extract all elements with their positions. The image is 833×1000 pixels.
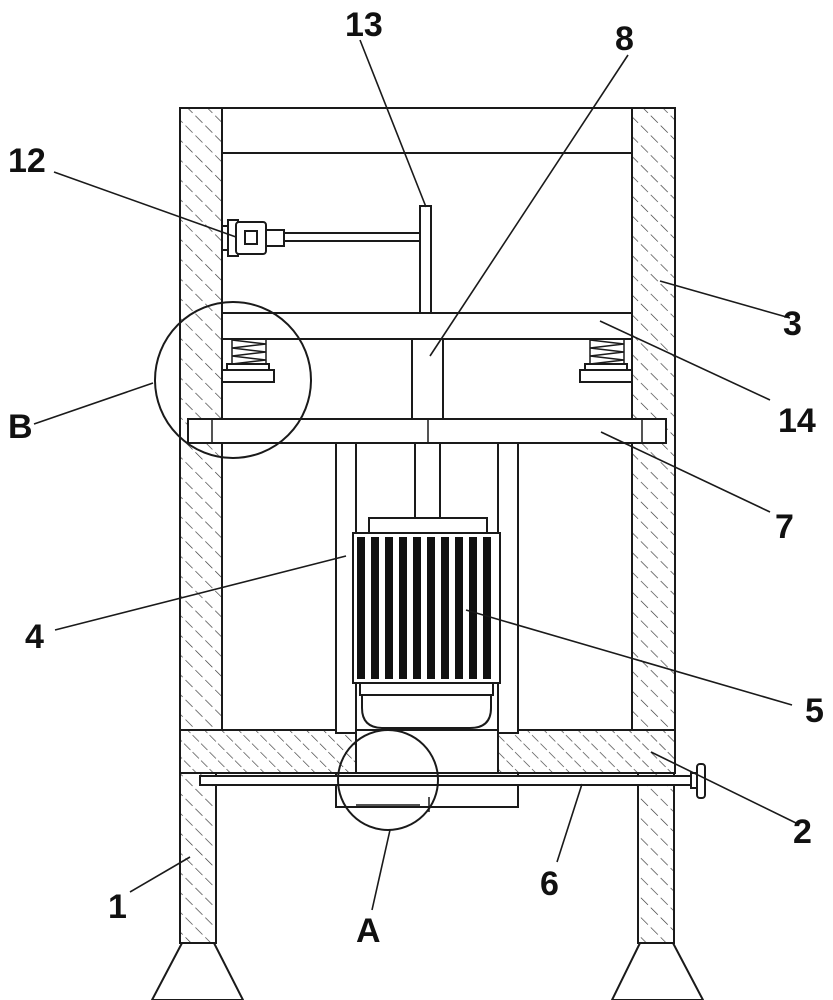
main-motor [352,517,501,729]
label-b: B [8,408,33,446]
frame-top [180,107,675,154]
label-3: 3 [783,305,802,343]
label-8: 8 [615,20,634,58]
horizontal-rod [199,763,706,799]
leader-lines [33,39,797,911]
label-2: 2 [793,813,812,851]
detail-circle-b [154,301,312,459]
motor-fins [357,537,491,679]
small-motor [221,219,285,257]
detail-a-parts [356,797,430,812]
right-column [631,107,676,944]
labels: 13 8 12 3 14 B 7 4 5 2 6 1 A [8,6,824,950]
label-13: 13 [345,6,383,44]
right-foot [610,942,705,1000]
label-5: 5 [805,692,824,730]
right-spring-assembly [579,339,633,383]
detail-circle-a [337,729,439,831]
label-14: 14 [778,402,816,440]
left-foot [150,942,245,1000]
guide-frame [335,442,519,808]
left-column [179,107,223,944]
label-7: 7 [775,508,794,546]
vertical-rod [283,205,432,314]
label-12: 12 [8,142,46,180]
left-spring-assembly [221,339,275,383]
label-1: 1 [108,888,127,926]
upper-plate [221,312,633,340]
label-6: 6 [540,865,559,903]
label-a: A [356,912,381,950]
label-4: 4 [25,618,44,656]
lower-plate [187,418,667,444]
